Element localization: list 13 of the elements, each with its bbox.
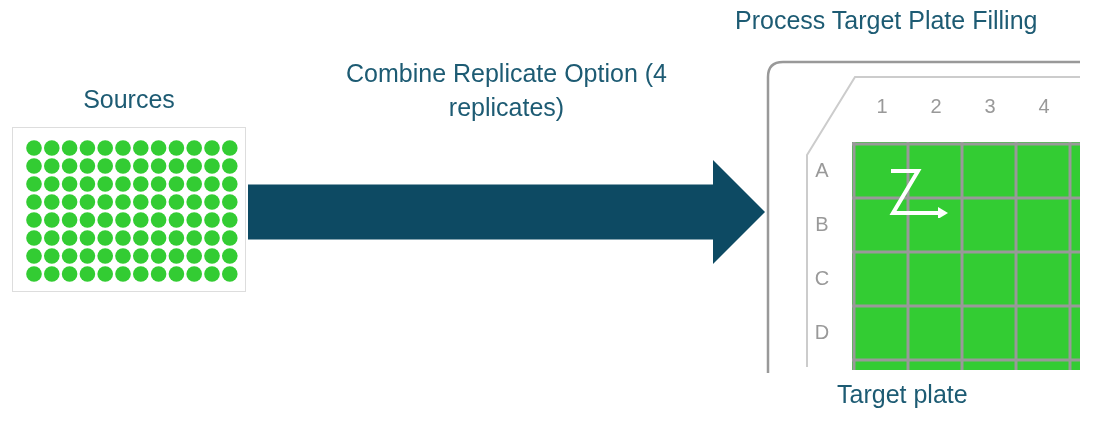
plate-caption: Target plate bbox=[837, 380, 968, 409]
row-letter: D bbox=[813, 321, 831, 344]
column-number: 2 bbox=[929, 95, 943, 118]
column-number: 4 bbox=[1037, 95, 1051, 118]
row-letter: C bbox=[813, 267, 831, 290]
column-number: 3 bbox=[983, 95, 997, 118]
column-number: 1 bbox=[875, 95, 889, 118]
plate-heading: Sources bbox=[82, 85, 176, 114]
row-letter: A bbox=[814, 159, 830, 182]
edge-label: Combine Replicate Option (4 replicates) bbox=[345, 58, 668, 123]
diagram-title: Process Target Plate Filling bbox=[735, 6, 1038, 35]
row-letter: B bbox=[814, 213, 830, 236]
block-arrow bbox=[248, 160, 765, 264]
